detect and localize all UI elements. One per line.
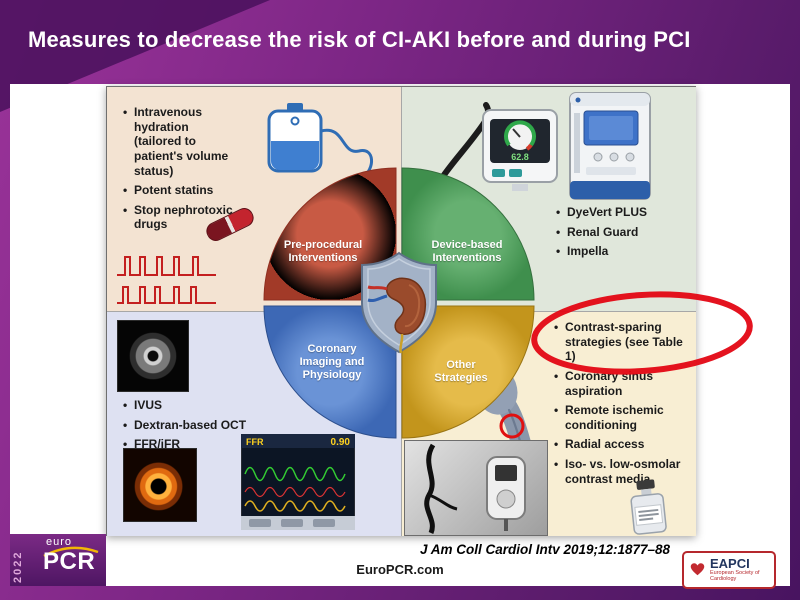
europcr-euro-text: euro (46, 536, 73, 548)
quadrant-label-other: Other Strategies (434, 359, 488, 384)
list-item: Dextran-based OCT (123, 418, 273, 433)
list-item: Contrast-sparing strategies (see Table 1… (554, 320, 686, 364)
list-item: Impella (556, 244, 678, 259)
quadrant-label-device-based: Device-based Interventions (431, 239, 503, 264)
page-title: Measures to decrease the risk of CI-AKI … (28, 27, 691, 52)
list-item: FFR/iFR (123, 437, 273, 452)
list-item: DyeVert PLUS (556, 205, 678, 220)
list-item: Potent statins (123, 183, 235, 198)
citation-text: J Am Coll Cardiol Intv 2019;12:1877–88 (419, 542, 671, 557)
contrast-bottle-image (630, 479, 667, 535)
eapci-logo: EAPCI European Society of Cardiology (682, 551, 776, 589)
europcr-year: 2022 (12, 550, 24, 583)
eapci-heart-icon (690, 563, 705, 576)
ffr-value: 0.90 (331, 437, 351, 448)
europcr-logo: 2022 euro PCR (10, 534, 106, 586)
pre-procedural-list: Intravenous hydration (tailored to patie… (123, 105, 235, 237)
red-circle-annotation (531, 291, 753, 375)
quadrant-card: Intravenous hydration (tailored to patie… (106, 86, 696, 536)
angiogram-image (404, 440, 548, 536)
ivus-image (117, 320, 189, 392)
gauge-value: 62.8 (511, 152, 529, 162)
list-item: Renal Guard (556, 225, 678, 240)
list-item: Stop nephrotoxic drugs (123, 203, 235, 232)
ffr-label: FFR (246, 437, 264, 447)
panel-other-strategies: Contrast-sparing strategies (see Table 1… (401, 311, 696, 536)
quadrant-label-imaging: Coronary Imaging and Physiology (299, 343, 365, 381)
europcr-swoosh-icon (43, 546, 99, 558)
list-item: Iso- vs. low-osmolar contrast media (554, 457, 686, 486)
eapci-subtitle-text: European Society of Cardiology (710, 570, 760, 582)
europcr-name-text: PCR (43, 548, 96, 575)
quadrant-label-pre-procedural: Pre-procedural Interventions (283, 239, 363, 264)
website-text: EuroPCR.com (356, 562, 444, 577)
kidney-shield-icon (361, 251, 437, 354)
ffr-screen-image: FFR 0.90 (241, 434, 355, 530)
other-strategies-list: Contrast-sparing strategies (see Table 1… (554, 320, 686, 491)
list-item: Radial access (554, 437, 686, 452)
ecg-waveform-icon (117, 256, 216, 304)
renalguard-device-image (569, 92, 651, 200)
device-based-list: DyeVert PLUS Renal Guard Impella (556, 205, 678, 264)
list-item: Remote ischemic conditioning (554, 403, 686, 432)
oct-image (123, 448, 197, 522)
list-item: Intravenous hydration (tailored to patie… (123, 105, 235, 178)
eapci-name-text: EAPCI (710, 556, 750, 572)
dyevert-monitor-image: 62.8 (482, 109, 558, 191)
list-item: IVUS (123, 398, 273, 413)
center-quadrant-diagram: Pre-procedural Interventions Device-base… (249, 153, 549, 453)
imaging-list: IVUS Dextran-based OCT FFR/iFR (123, 398, 273, 457)
